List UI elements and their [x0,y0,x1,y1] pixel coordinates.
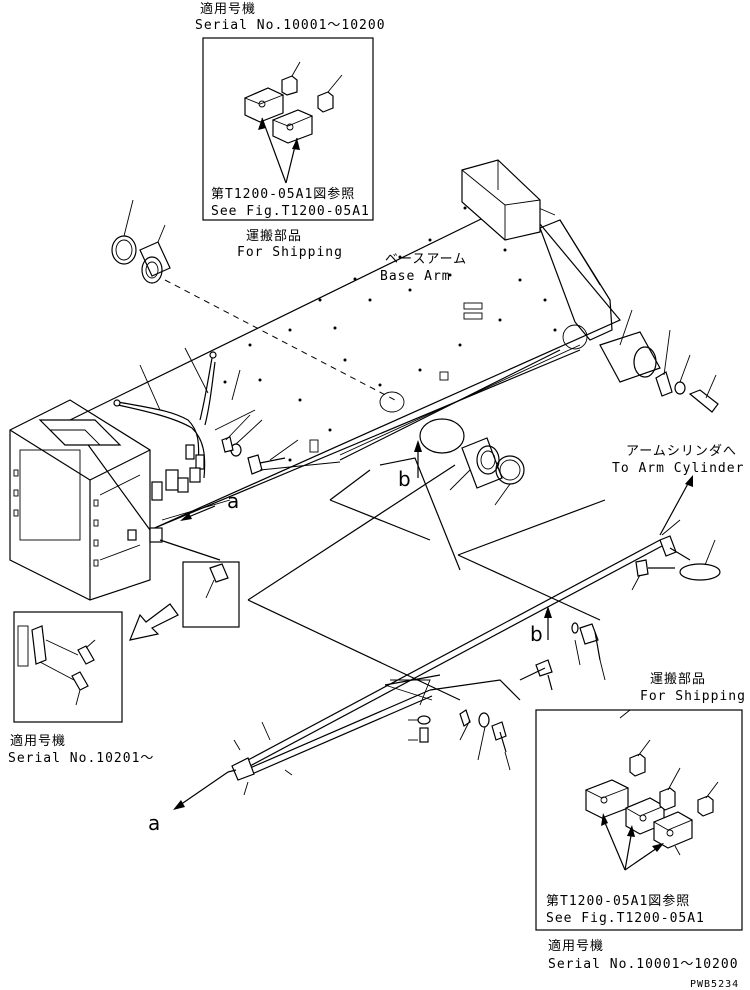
marker-a-upper-label: a [227,489,239,513]
top-applicable-label: 適用号機 [200,1,256,17]
top-ref-jp: 第T1200-05A1図参照 [211,186,355,202]
marker-a-lower-label: a [148,811,160,835]
top-inset-blocks [243,61,343,144]
top-inset-arrows [258,117,300,184]
marker-b-top: b [398,440,422,491]
right-shipping-en: For Shipping [640,689,746,704]
top-serial-label: Serial No.10001～10200 [195,18,386,33]
harness-wires [113,347,299,493]
base-arm-jp: ベースアーム [385,252,467,267]
detail-box [182,561,240,628]
right-shipping-jp: 運搬部品 [650,672,706,687]
left-serial: Serial No.10201～ [8,751,154,766]
left-inset-frame [13,611,123,723]
marker-b-lower-label: b [530,622,543,646]
top-inset-frame [202,37,374,221]
marker-a-upper: a [180,489,239,521]
bottom-applicable: 適用号機 [548,938,604,954]
marker-b-lower: b [530,606,552,646]
frame-holes [13,469,99,567]
left-inset: 適用号機 Serial No.10201～ [8,611,154,766]
marker-b-upper: b [398,467,411,491]
right-inset: 運搬部品 For Shipping [535,672,746,972]
arm-cylinder-en: To Arm Cylinder [612,461,744,476]
base-arm [69,159,621,531]
marker-a-lower: a [148,771,229,835]
drawing-code: PWB5234 [690,979,739,990]
arm-cylinder-arrow [659,475,693,536]
left-frame [9,399,231,601]
hose-lines [227,349,721,796]
bushings [111,199,719,506]
bottom-serial: Serial No.10001～10200 [548,957,739,972]
top-shipping-en: For Shipping [237,245,343,260]
rivet-dots [223,206,557,462]
right-inset-arrows [601,813,664,871]
right-ref-en: See Fig.T1200-05A1 [546,911,705,926]
right-inset-frame [535,709,743,931]
arm-cylinder-jp: アームシリンダへ [626,444,737,459]
top-ref-en: See Fig.T1200-05A1 [211,204,370,219]
top-inset: 適用号機 Serial No.10001～10200 第T1200-05A1図参… [195,1,386,260]
left-applicable: 適用号機 [10,733,66,749]
top-shipping-jp: 運搬部品 [246,229,302,244]
right-ref-jp: 第T1200-05A1図参照 [546,893,690,909]
base-arm-en: Base Arm [380,269,451,284]
inset-arrow [129,603,179,641]
right-inset-blocks [584,739,719,856]
